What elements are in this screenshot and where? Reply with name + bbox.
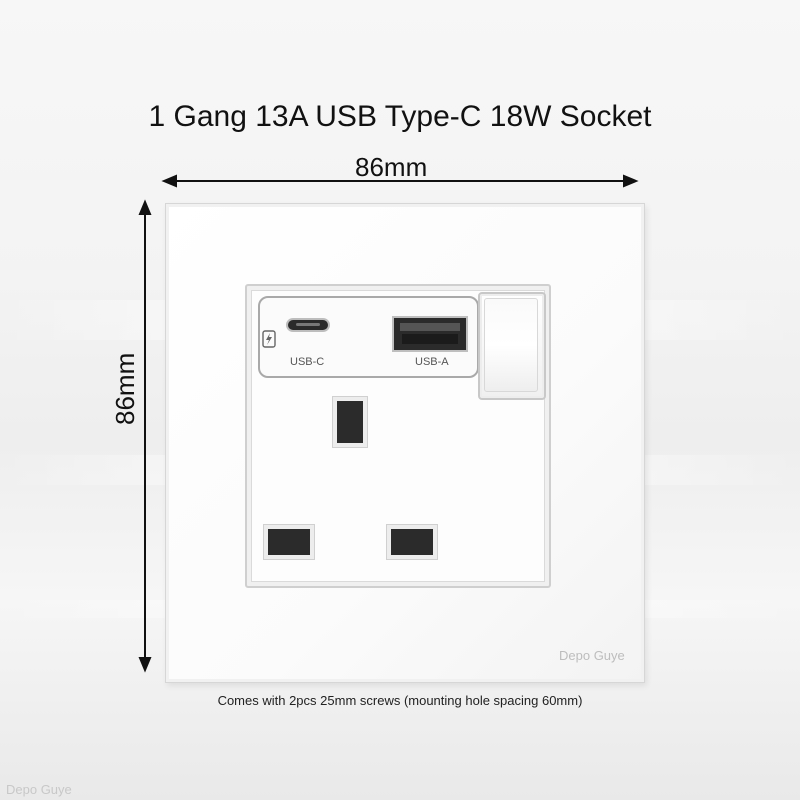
neutral-pin-hole: [263, 524, 315, 560]
fast-charge-icon: [262, 330, 276, 348]
rocker-switch-face[interactable]: [484, 298, 538, 392]
plate-watermark: Depo Guye: [559, 648, 625, 663]
usb-a-label: USB-A: [415, 356, 449, 368]
corner-watermark: Depo Guye: [6, 782, 72, 797]
usb-a-tongue: [400, 323, 460, 331]
screws-note: Comes with 2pcs 25mm screws (mounting ho…: [217, 693, 583, 708]
earth-pin-hole: [332, 396, 368, 448]
product-title: 1 Gang 13A USB Type-C 18W Socket: [148, 100, 652, 133]
width-arrow-icon: [161, 174, 639, 188]
usb-a-inner: [402, 334, 458, 344]
live-pin-hole: [386, 524, 438, 560]
height-arrow-icon: [138, 199, 152, 673]
height-label: 86mm: [110, 352, 140, 425]
width-label: 86mm: [355, 152, 428, 182]
usb-c-tongue: [296, 323, 320, 326]
usb-panel: [258, 296, 479, 378]
usb-c-label: USB-C: [290, 356, 325, 368]
